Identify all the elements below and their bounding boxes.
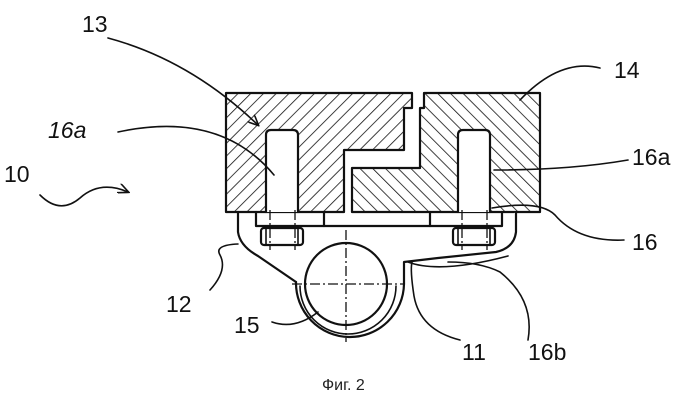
label-15: 15: [234, 312, 260, 338]
label-13: 13: [82, 11, 108, 37]
pad-left: [261, 228, 303, 245]
label-12: 12: [166, 291, 192, 317]
pipe-15: [292, 230, 404, 342]
label-14: 14: [614, 57, 640, 83]
pad-right: [453, 228, 495, 245]
label-11: 11: [462, 339, 486, 365]
label-16a-left: 16a: [48, 117, 86, 143]
label-16b: 16b: [528, 339, 566, 365]
label-10: 10: [4, 161, 30, 187]
label-16: 16: [632, 229, 658, 255]
figure-caption: Фиг. 2: [322, 377, 365, 394]
label-16a-right: 16a: [632, 144, 671, 170]
